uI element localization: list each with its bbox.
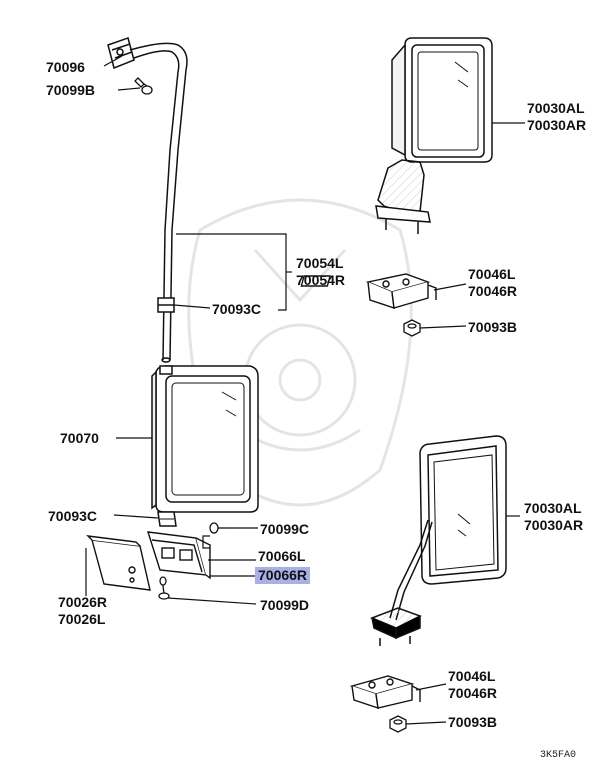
label-70093c-lower: 70093C [48,508,98,524]
label-70093c-upper: 70093C [212,301,262,317]
mirror-70030a-top [375,37,493,234]
nut-70093b-bottom [389,715,407,733]
bracket-70046-bottom [349,675,421,710]
label-70093b-bottom: 70093B [448,714,498,730]
nut-70093b-top [403,319,421,337]
screw-70099d [158,576,170,600]
bracket-70046-top [300,273,437,310]
label-70066r[interactable]: 70066R [255,567,311,584]
mirror-70030a-bottom [369,435,507,646]
label-70066l: 70066L [258,548,306,564]
bracket-70066 [147,531,211,580]
screw-70099b [134,77,153,95]
mirror-head-70070 [151,365,259,527]
mirror-stay-pipe [107,37,188,363]
label-70099b: 70099B [46,82,96,98]
screw-70099c [209,522,230,534]
drawing-code: 3K5FA0 [540,750,577,761]
label-70093b-top: 70093B [468,319,518,335]
label-70099c: 70099C [260,521,310,537]
highlighted-part-70066r[interactable]: 70066R [255,567,311,584]
plate-70026 [86,535,151,591]
leader-lines [85,55,525,725]
label-70096: 70096 [46,59,85,75]
label-70099d: 70099D [260,597,310,613]
label-70070: 70070 [60,430,99,446]
